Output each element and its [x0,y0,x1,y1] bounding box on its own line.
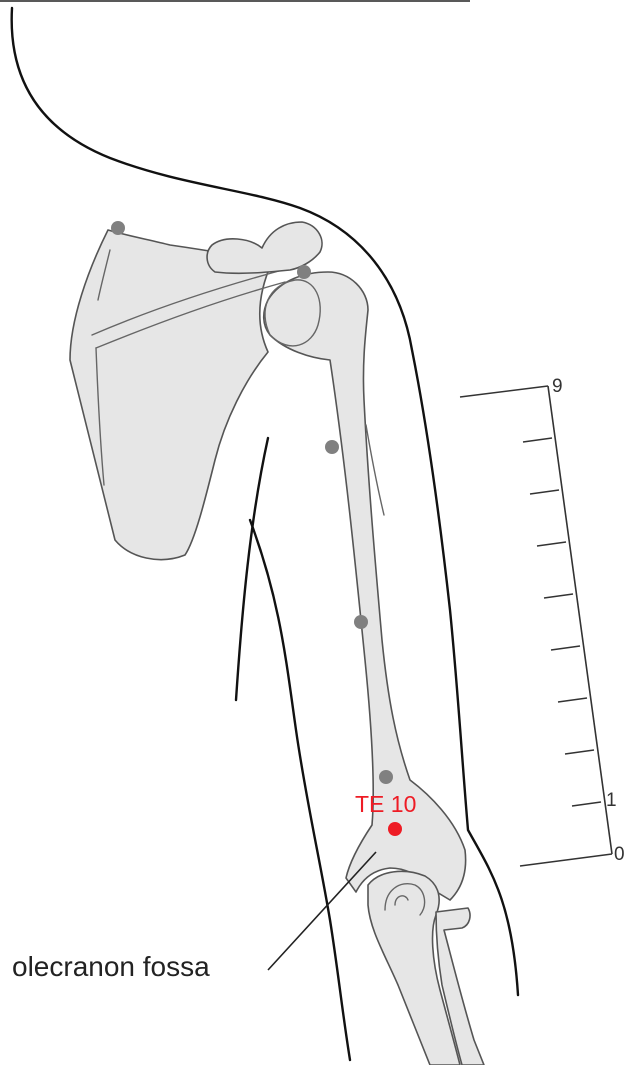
scale-label-1: 1 [606,790,617,811]
reference-point [325,440,339,454]
arm-inner-outline-lower [250,520,350,1060]
reference-point [111,221,125,235]
scale-label-9: 9 [552,376,563,397]
olecranon-fossa-label: olecranon fossa [12,951,210,982]
scapula-bone [70,230,272,560]
reference-point [379,770,393,784]
arm-inner-outline [236,438,268,700]
scale-label-0: 0 [614,844,625,865]
te10-point [388,822,402,836]
reference-point [297,265,311,279]
te10-label: TE 10 [355,791,416,817]
reference-point [354,615,368,629]
measurement-scale [460,386,612,866]
